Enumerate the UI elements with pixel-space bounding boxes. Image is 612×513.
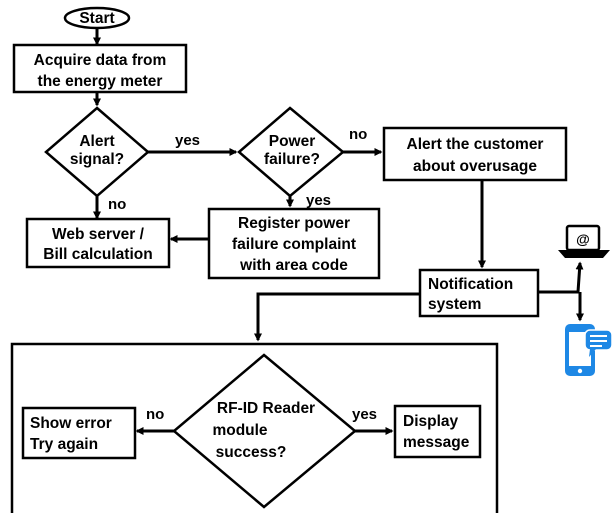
register-complaint-box: Register power failure complaint with ar… (207, 207, 381, 280)
rfid-yes-label: yes (352, 406, 377, 423)
rfid-line3: success? (216, 444, 287, 461)
register-line3: with area code (239, 257, 348, 274)
laptop-icon: @ (558, 224, 610, 258)
notification-to-rfid-arrow (254, 292, 420, 342)
alert-signal-line2: signal? (70, 151, 124, 168)
alert-customer-line2: about overusage (413, 158, 537, 175)
power-failure-line2: failure? (264, 151, 320, 168)
display-line2: message (403, 434, 470, 451)
alert-customer-box: Alert the customer about overusage (382, 126, 568, 182)
notification-system-box: Notification system (418, 268, 540, 318)
start-label: Start (79, 10, 114, 27)
register-line1: Register power (238, 215, 350, 232)
alert-yes-label: yes (175, 132, 200, 149)
rfid-line1: RF-ID Reader (217, 400, 315, 417)
web-server-line2: Bill calculation (43, 246, 152, 263)
laptop-at-symbol: @ (576, 231, 590, 247)
power-failure-line1: Power (269, 133, 316, 150)
acquire-data-box: Acquire data from the energy meter (12, 43, 188, 94)
register-line2: failure complaint (232, 236, 356, 253)
power-yes-label: yes (306, 192, 331, 209)
rfid-section-frame (10, 342, 499, 513)
web-server-line1: Web server / (52, 226, 145, 243)
show-error-box: Show error Try again (21, 406, 137, 460)
rfid-no-label: no (146, 406, 164, 423)
alert-signal-line1: Alert (79, 133, 114, 150)
notification-to-laptop-arrow (538, 261, 584, 294)
power-no-label: no (349, 126, 367, 143)
web-server-box: Web server / Bill calculation (25, 217, 171, 269)
acquire-label-line1: Acquire data from (34, 52, 167, 69)
notification-line1: Notification (428, 276, 513, 293)
power-failure-decision: Power failure? (237, 106, 345, 198)
acquire-label-line2: the energy meter (38, 73, 163, 90)
alert-signal-decision: Alert signal? (44, 106, 150, 198)
show-error-line2: Try again (30, 436, 98, 453)
display-line1: Display (403, 413, 459, 430)
phone-message-icon (565, 324, 612, 376)
alert-customer-line1: Alert the customer (407, 136, 544, 153)
connectors (93, 28, 584, 435)
rfid-decision: RF-ID Reader module success? (172, 353, 357, 509)
alert-no-label: no (108, 196, 126, 213)
display-message-box: Display message (393, 404, 482, 459)
notification-line2: system (428, 296, 481, 313)
rfid-line2: module (212, 422, 267, 439)
start-node: Start (63, 6, 131, 30)
show-error-line1: Show error (30, 415, 112, 432)
